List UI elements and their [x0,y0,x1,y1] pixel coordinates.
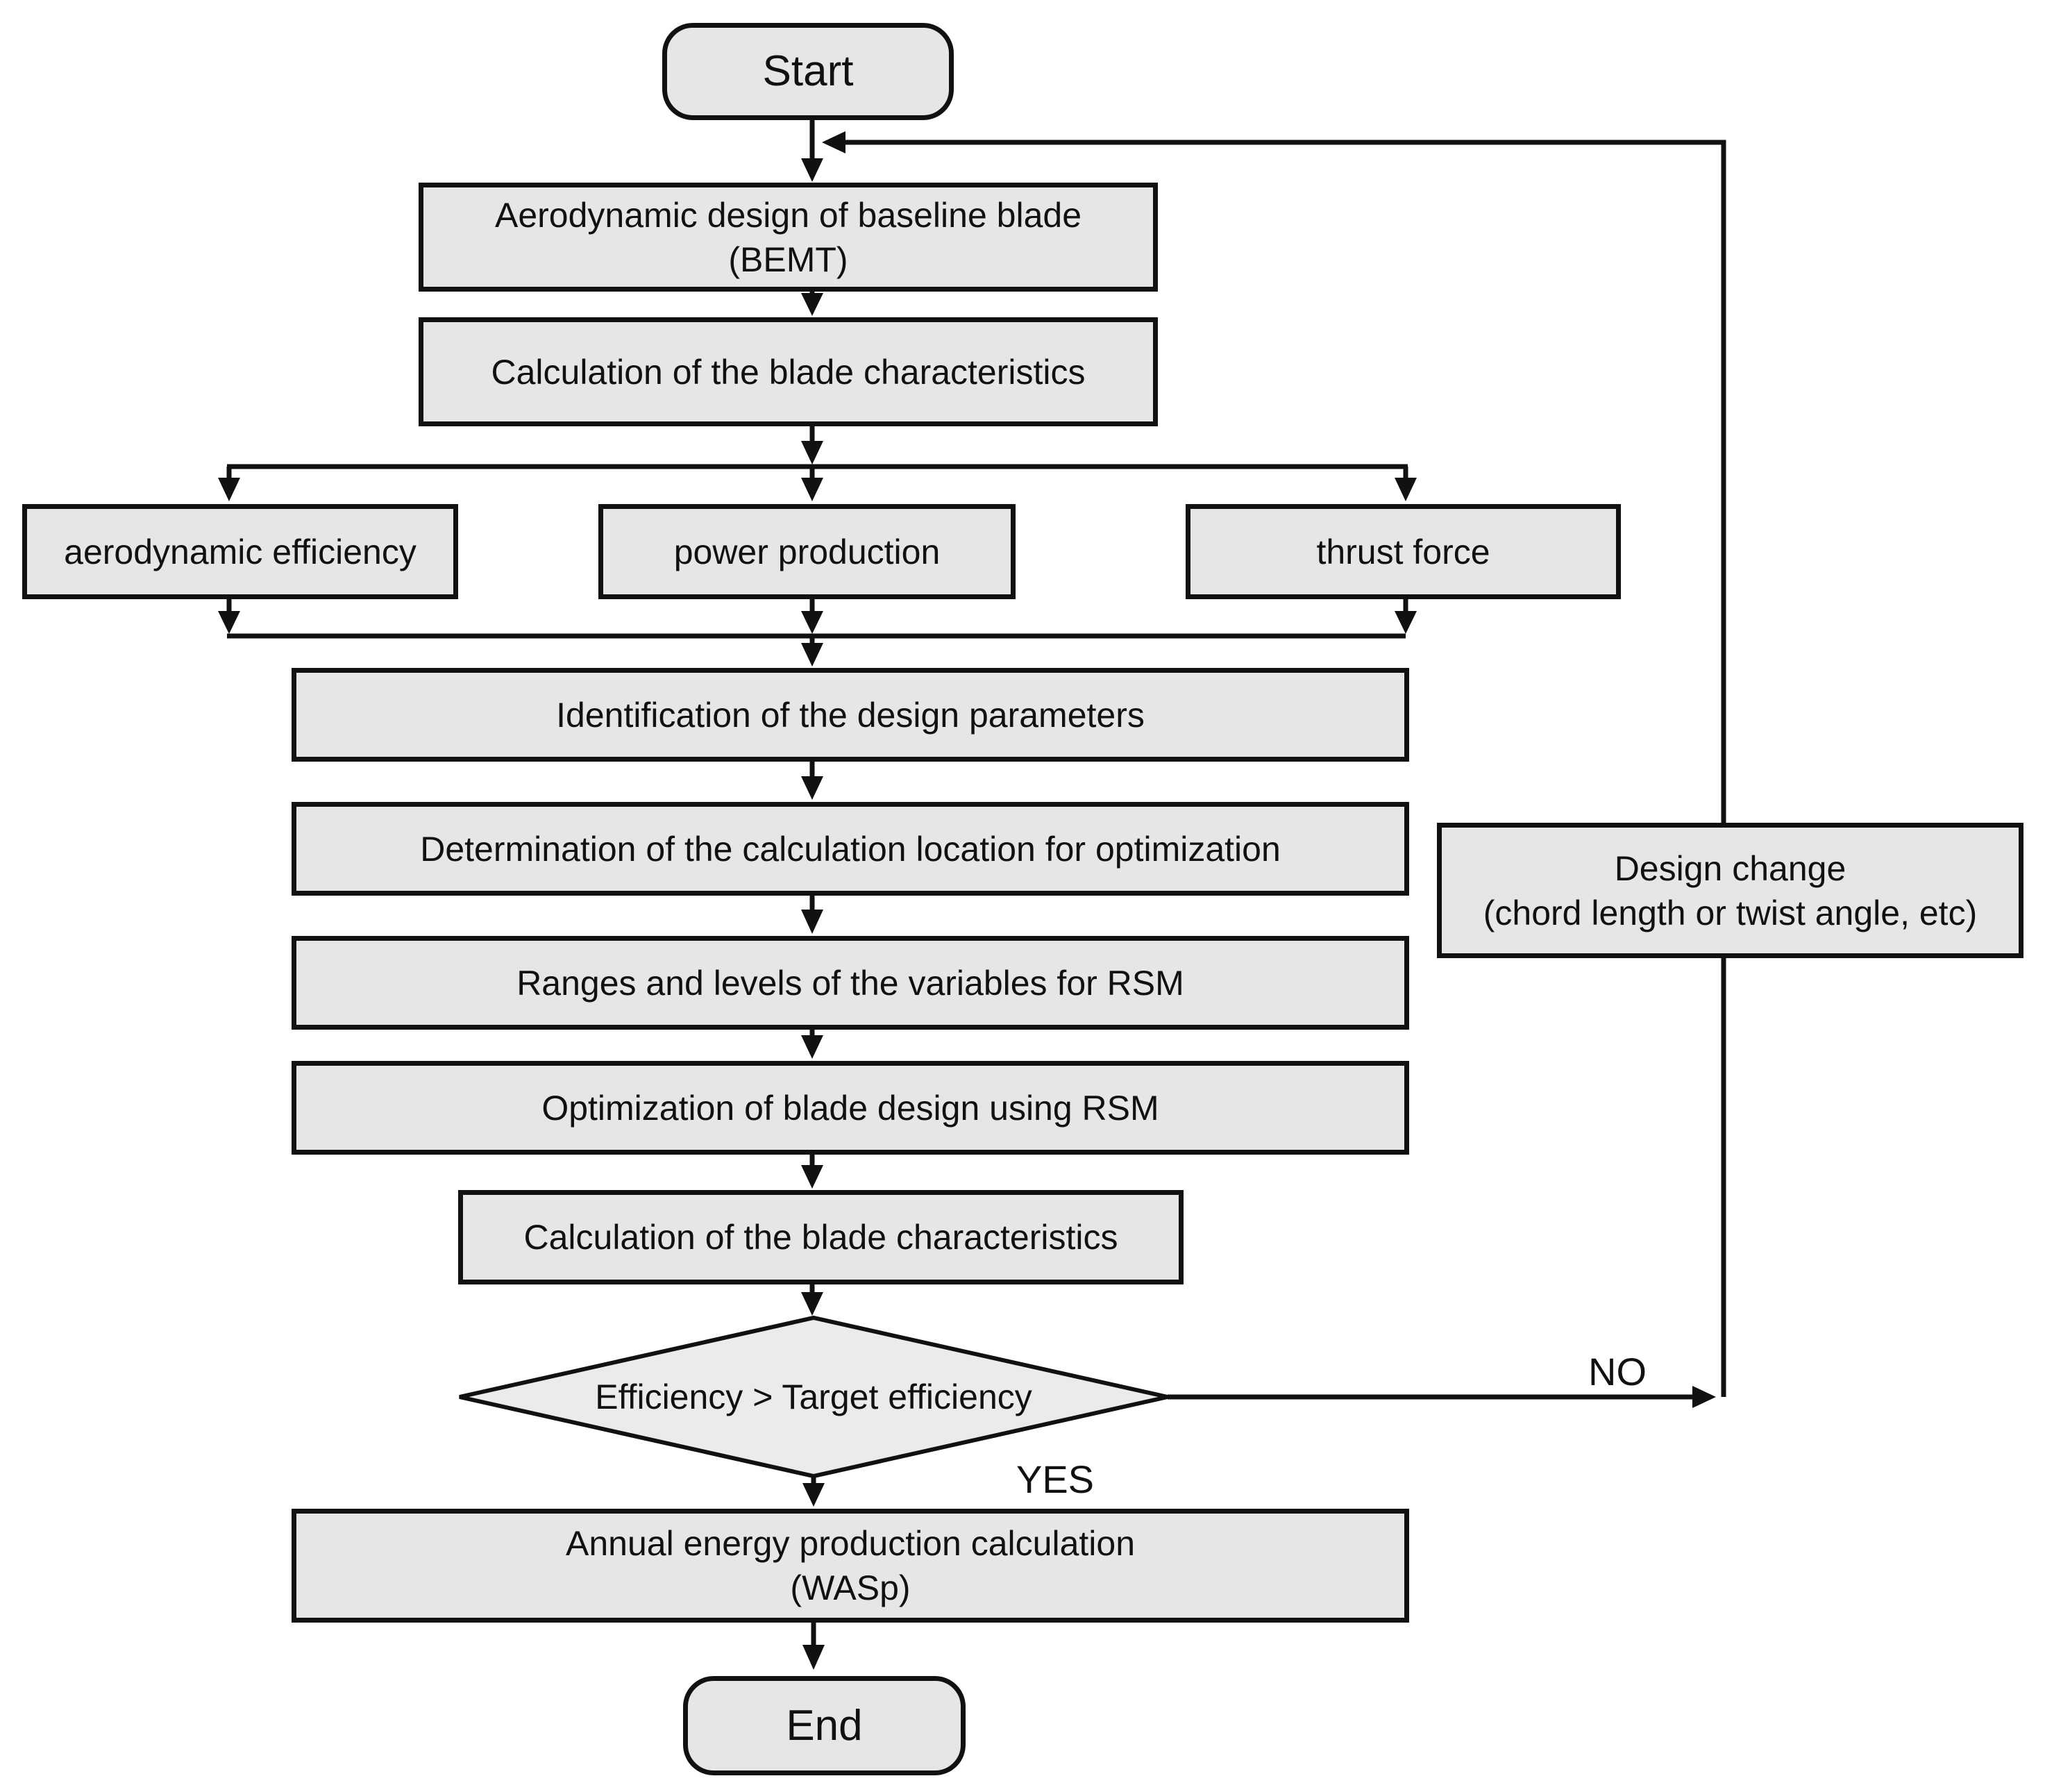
node-start: Start [662,23,954,120]
edge-split-to-aero [218,467,240,501]
edge-baseline-to-calc1 [801,292,823,316]
edge-start-to-baseline [801,120,823,182]
node-baseline-design: Aerodynamic design of baseline blade (BE… [419,183,1158,292]
edge-thrust-to-merge [1395,599,1417,634]
edge-decision-no [1168,1386,1716,1408]
edge-split-to-power [801,467,823,501]
node-end: End [683,1676,966,1775]
node-label: End [786,1701,863,1750]
node-label-line2: (chord length or twist angle, etc) [1483,893,1978,932]
node-calc-characteristics-1: Calculation of the blade characteristics [419,317,1158,426]
node-label-line1: Design change [1614,848,1846,888]
edge-no-return-loop [822,131,1726,1397]
node-label: Determination of the calculation locatio… [420,829,1281,869]
node-label: Calculation of the blade characteristics [523,1218,1118,1257]
edge-power-to-merge [801,599,823,634]
node-label: Start [762,47,854,96]
node-label: Optimization of blade design using RSM [541,1088,1159,1128]
node-thrust-force: thrust force [1186,504,1621,599]
node-label: Ranges and levels of the variables for R… [516,963,1184,1003]
node-label-line1: Aerodynamic design of baseline blade [495,195,1082,235]
node-decision-label: Efficiency > Target efficiency [595,1378,1032,1416]
node-label-line1: Annual energy production calculation [566,1524,1135,1563]
edge-merge-to-identification [801,636,823,667]
edge-decision-yes [802,1476,825,1507]
node-label-line2: (BEMT) [728,240,848,279]
node-calc-characteristics-2: Calculation of the blade characteristics [458,1190,1184,1284]
node-label: aerodynamic efficiency [64,532,416,571]
node-label: power production [673,532,941,571]
edge-optimization-to-calc2 [801,1155,823,1189]
node-label-line2: (WASp) [790,1568,911,1607]
edge-determination-to-ranges [801,896,823,934]
node-ranges-levels: Ranges and levels of the variables for R… [292,936,1409,1030]
edge-calc2-to-decision [801,1284,823,1316]
node-optimization: Optimization of blade design using RSM [292,1061,1409,1155]
edge-ranges-to-optimization [801,1030,823,1059]
node-label: Calculation of the blade characteristics [491,352,1086,392]
edge-split-to-thrust [1395,467,1417,501]
edge-aero-to-merge [218,599,240,634]
edge-label-no: NO [1588,1349,1647,1393]
node-determination: Determination of the calculation locatio… [292,802,1409,896]
edge-calc1-to-split [801,426,823,464]
edge-annual-to-end [802,1623,825,1670]
node-label: Identification of the design parameters [556,695,1145,735]
node-identification: Identification of the design parameters [292,668,1409,762]
edge-label-yes: YES [1016,1457,1095,1501]
node-aerodynamic-efficiency: aerodynamic efficiency [22,504,458,599]
node-design-change: Design change (chord length or twist ang… [1437,823,2023,958]
node-power-production: power production [598,504,1016,599]
node-label: thrust force [1316,532,1490,571]
node-annual-energy: Annual energy production calculation (WA… [292,1509,1409,1623]
edge-identification-to-determination [801,762,823,800]
